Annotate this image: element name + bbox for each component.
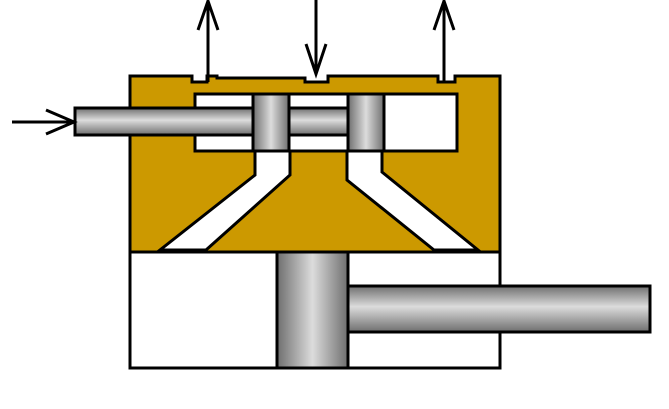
spool-land-right [346, 92, 386, 153]
piston-rod [346, 284, 652, 334]
exhaust-left-arrow [196, 0, 220, 82]
spool-land-left [251, 92, 291, 153]
piston [275, 250, 350, 370]
spool-rod [73, 106, 377, 137]
exhaust-right-arrow [432, 0, 456, 82]
input-arrow [12, 108, 78, 136]
supply-arrow [304, 0, 328, 79]
